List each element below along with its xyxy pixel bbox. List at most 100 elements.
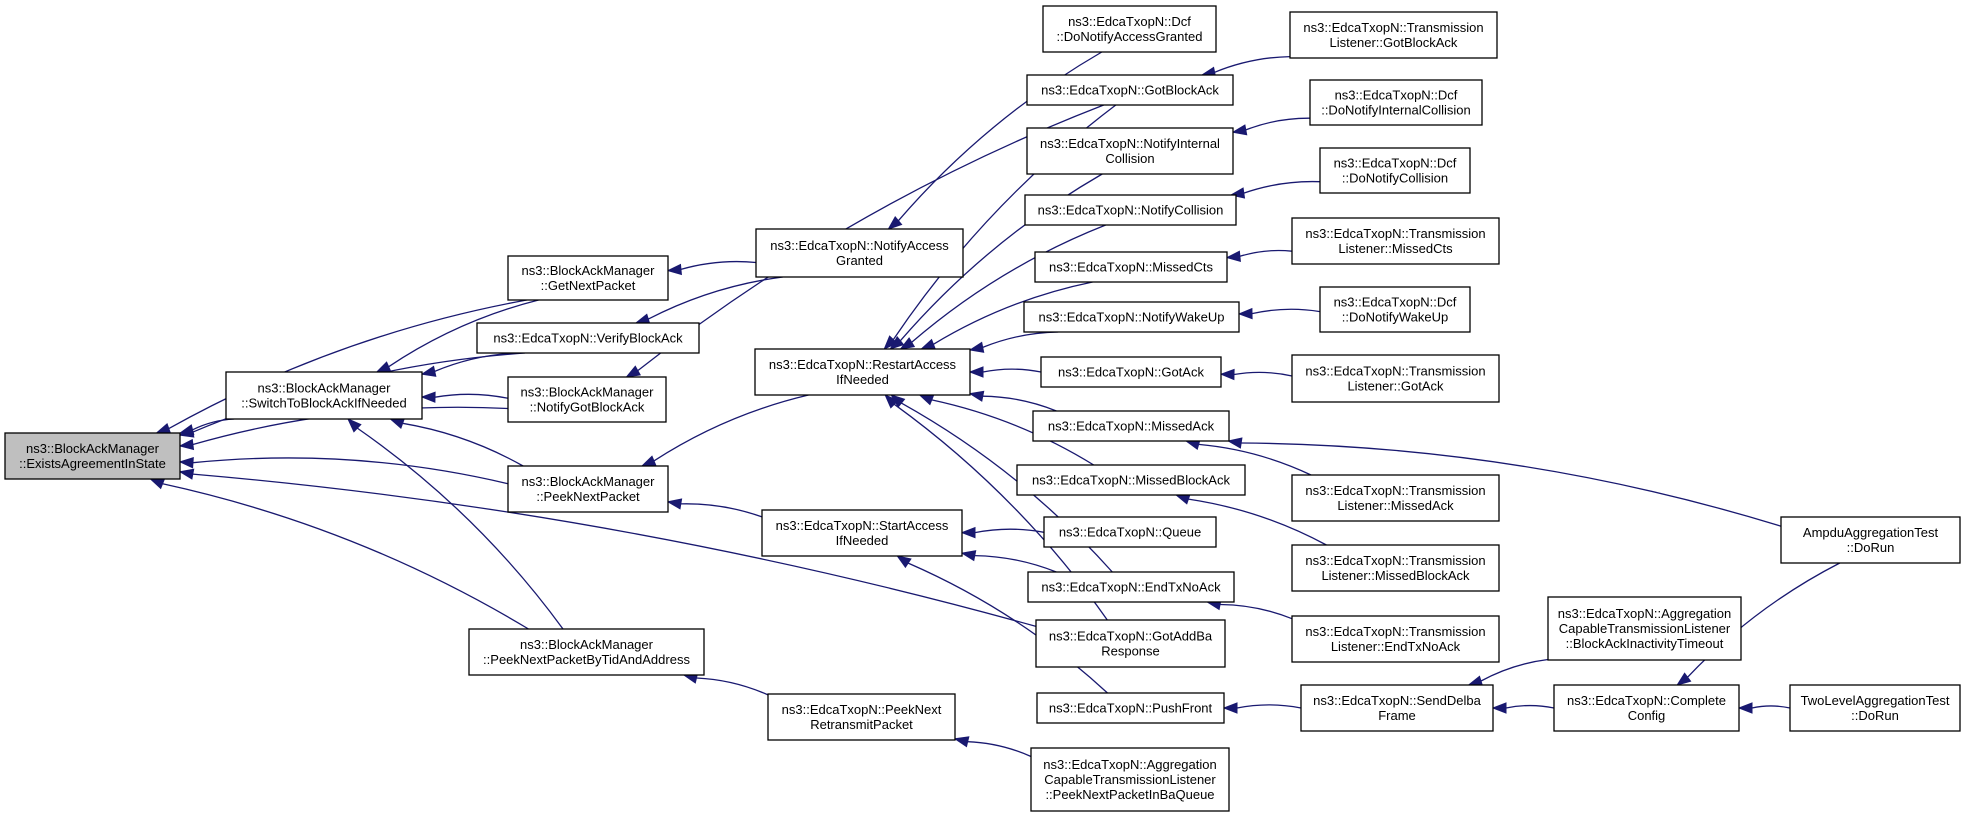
- node-missedack[interactable]: ns3::EdcaTxopN::MissedAck: [1032, 410, 1230, 442]
- node-box: [507, 465, 669, 513]
- edge-n_gotack-to-n_restart: [968, 366, 1042, 378]
- arrowhead-icon: [640, 455, 657, 467]
- edge-n_ampdutest-to-n_missedack: [1226, 437, 1782, 527]
- node-tl-gotblockack[interactable]: ns3::EdcaTxopN::TransmissionListener::Go…: [1289, 11, 1498, 59]
- node-notifycollision[interactable]: ns3::EdcaTxopN::NotifyCollision: [1024, 194, 1237, 226]
- node-gotblockack[interactable]: ns3::EdcaTxopN::GotBlockAck: [1026, 74, 1234, 106]
- node-label-line: ns3::EdcaTxopN::SendDelba: [1313, 693, 1481, 708]
- node-box: [754, 348, 971, 396]
- edge-n_restart-to-n_peeknext: [640, 394, 809, 467]
- node-box: [1040, 356, 1222, 388]
- node-agg-peekinba[interactable]: ns3::EdcaTxopN::AggregationCapableTransm…: [1030, 747, 1230, 812]
- node-box: [1032, 410, 1230, 442]
- node-box: [1789, 684, 1961, 732]
- node-label-line: Listener::GotAck: [1347, 379, 1444, 394]
- node-tl-missedblockack[interactable]: ns3::EdcaTxopN::TransmissionListener::Mi…: [1291, 544, 1500, 592]
- edge-n_queue-to-n_startaccess: [960, 526, 1045, 539]
- node-label-line: IfNeeded: [836, 533, 889, 548]
- node-label-line: ::BlockAckInactivityTimeout: [1566, 636, 1724, 651]
- node-label-line: ::ExistsAgreementInState: [19, 456, 166, 471]
- edge-line: [648, 276, 783, 320]
- node-tl-missedack[interactable]: ns3::EdcaTxopN::TransmissionListener::Mi…: [1291, 474, 1500, 522]
- edge-n_peekretransmit-to-n_peekbytid: [682, 672, 769, 696]
- node-tl-endtxnoack[interactable]: ns3::EdcaTxopN::TransmissionListener::En…: [1291, 615, 1500, 663]
- node-label-line: Listener::MissedAck: [1337, 498, 1454, 513]
- node-box: [1291, 474, 1500, 522]
- node-tl-missedcts[interactable]: ns3::EdcaTxopN::TransmissionListener::Mi…: [1291, 217, 1500, 265]
- node-notifywakeup[interactable]: ns3::EdcaTxopN::NotifyWakeUp: [1023, 301, 1240, 333]
- edge-line: [1687, 562, 1841, 678]
- arrowhead-icon: [625, 365, 641, 378]
- arrowhead-icon: [1737, 702, 1753, 714]
- node-verifyblockack[interactable]: ns3::EdcaTxopN::VerifyBlockAck: [476, 322, 700, 354]
- node-exists[interactable]: ns3::BlockAckManager::ExistsAgreementInS…: [4, 432, 181, 480]
- node-label-line: Granted: [836, 253, 883, 268]
- edge-line: [653, 394, 809, 462]
- arrowhead-icon: [346, 418, 362, 433]
- arrowhead-icon: [178, 468, 195, 480]
- node-tl-gotack[interactable]: ns3::EdcaTxopN::TransmissionListener::Go…: [1291, 354, 1500, 403]
- node-label-line: ns3::EdcaTxopN::Dcf: [1068, 14, 1191, 29]
- arrowhead-icon: [1225, 250, 1241, 262]
- node-dcf-internal[interactable]: ns3::EdcaTxopN::Dcf::DoNotifyInternalCol…: [1309, 79, 1483, 126]
- node-box: [767, 693, 956, 741]
- edge-n_gotaddba-to-n_exists: [178, 468, 1037, 628]
- arrowhead-icon: [1174, 493, 1191, 505]
- node-label-line: ns3::EdcaTxopN::MissedBlockAck: [1032, 473, 1230, 488]
- arrowhead-icon: [178, 438, 195, 451]
- node-queue[interactable]: ns3::EdcaTxopN::Queue: [1043, 516, 1217, 548]
- node-gotack[interactable]: ns3::EdcaTxopN::GotAck: [1040, 356, 1222, 388]
- node-dcf-wakeup[interactable]: ns3::EdcaTxopN::Dcf::DoNotifyWakeUp: [1319, 286, 1471, 333]
- edge-line: [162, 483, 529, 630]
- arrowhead-icon: [178, 424, 195, 436]
- node-label-line: AmpduAggregationTest: [1803, 525, 1939, 540]
- node-twoleveltest[interactable]: TwoLevelAggregationTest::DoRun: [1789, 684, 1961, 732]
- node-box: [4, 432, 181, 480]
- edge-line: [982, 331, 1059, 349]
- node-notifyaccess[interactable]: ns3::EdcaTxopN::NotifyAccessGranted: [755, 228, 964, 278]
- edge-n_tl_gotack-to-n_gotack: [1219, 368, 1293, 381]
- node-label-line: TwoLevelAggregationTest: [1801, 693, 1950, 708]
- node-dcf-access[interactable]: ns3::EdcaTxopN::Dcf::DoNotifyAccessGrant…: [1042, 5, 1217, 53]
- node-label-line: ::DoNotifyAccessGranted: [1057, 29, 1203, 44]
- edge-n_agg_inactivity-to-n_senddelba: [1467, 658, 1549, 687]
- arrowhead-icon: [960, 526, 976, 539]
- node-peekbytid[interactable]: ns3::BlockAckManager::PeekNextPacketByTi…: [468, 628, 705, 676]
- node-box: [1035, 619, 1226, 668]
- arrowhead-icon: [968, 390, 985, 402]
- node-ampdutest[interactable]: AmpduAggregationTest::DoRun: [1780, 516, 1961, 564]
- edge-n_dcf_wakeup-to-n_notifywakeup: [1237, 307, 1321, 320]
- edge-line: [402, 422, 524, 467]
- node-dcf-collision[interactable]: ns3::EdcaTxopN::Dcf::DoNotifyCollision: [1319, 147, 1471, 194]
- arrowhead-icon: [420, 391, 436, 403]
- node-missedblockack[interactable]: ns3::EdcaTxopN::MissedBlockAck: [1016, 464, 1246, 496]
- node-switch[interactable]: ns3::BlockAckManager::SwitchToBlockAckIf…: [225, 371, 423, 420]
- node-box: [1016, 464, 1246, 496]
- edge-n_notifywakeup-to-n_restart: [968, 331, 1059, 353]
- node-peeknext[interactable]: ns3::BlockAckManager::PeekNextPacket: [507, 465, 669, 513]
- node-endtxnoack[interactable]: ns3::EdcaTxopN::EndTxNoAck: [1027, 571, 1235, 603]
- node-label-line: ns3::EdcaTxopN::Transmission: [1305, 483, 1485, 498]
- node-notifygot[interactable]: ns3::BlockAckManager::NotifyGotBlockAck: [507, 376, 667, 423]
- node-pushfront[interactable]: ns3::EdcaTxopN::PushFront: [1036, 692, 1225, 724]
- node-agg-inactivity[interactable]: ns3::EdcaTxopN::AggregationCapableTransm…: [1547, 596, 1742, 661]
- arrowhead-icon: [1676, 672, 1692, 686]
- node-label-line: ns3::EdcaTxopN::Transmission: [1303, 20, 1483, 35]
- edge-n_peeknext-to-n_switch: [389, 418, 524, 467]
- edge-line: [1239, 249, 1293, 257]
- node-label-line: ns3::EdcaTxopN::NotifyCollision: [1038, 203, 1224, 218]
- edge-line: [1243, 180, 1321, 194]
- node-getnextpacket[interactable]: ns3::BlockAckManager::GetNextPacket: [507, 255, 669, 301]
- node-notifyinternal[interactable]: ns3::EdcaTxopN::NotifyInternalCollision: [1026, 127, 1234, 175]
- node-label-line: Collision: [1105, 151, 1154, 166]
- edge-line: [907, 562, 1108, 694]
- edge-line: [911, 224, 1106, 343]
- node-missedcts[interactable]: ns3::EdcaTxopN::MissedCts: [1034, 251, 1228, 283]
- node-box: [1043, 516, 1217, 548]
